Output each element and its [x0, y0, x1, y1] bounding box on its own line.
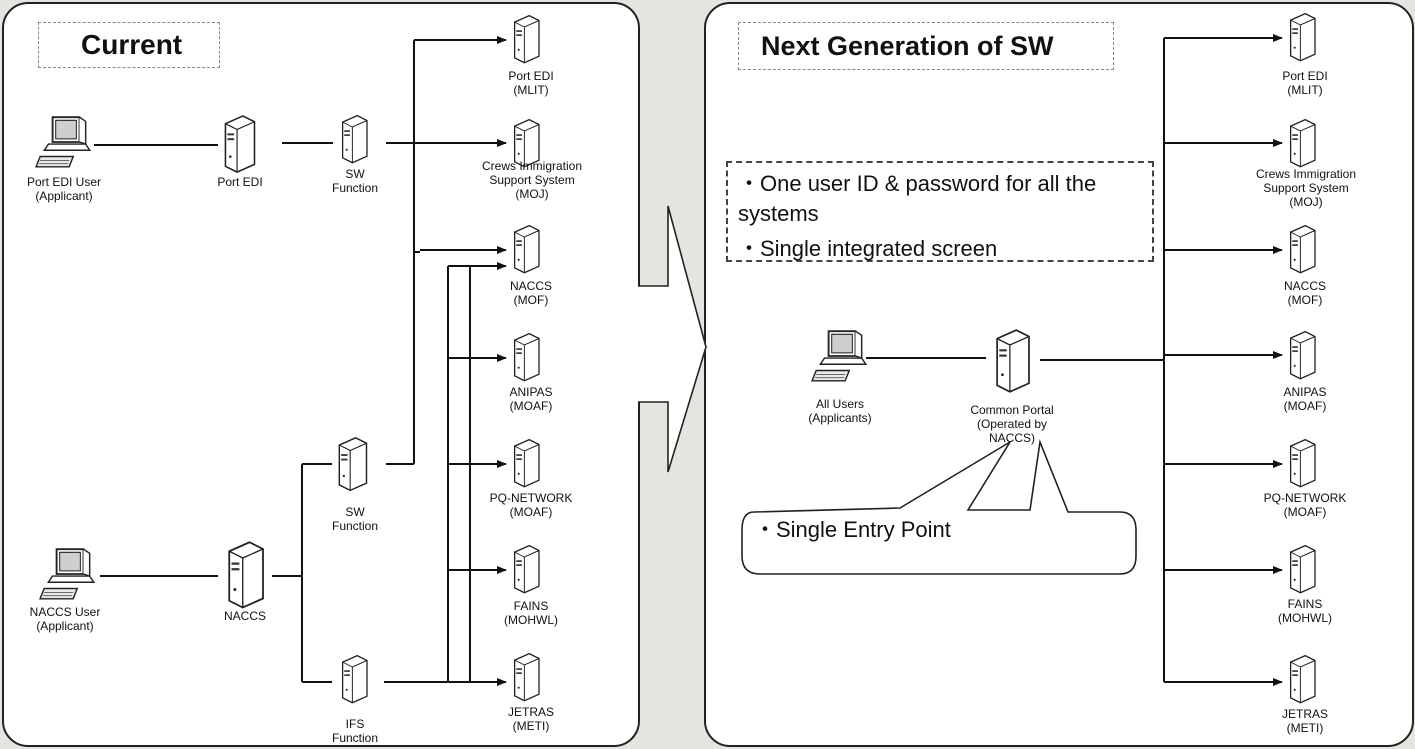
naccs-user-label: NACCS User (Applicant): [29, 605, 101, 633]
server-icon: [513, 14, 540, 64]
server-icon: [228, 541, 264, 609]
server-icon: [513, 544, 540, 594]
server-icon: [1289, 118, 1316, 168]
left-target-label: NACCS (MOF): [509, 279, 552, 307]
sw-function-top-label: SW Function: [331, 167, 379, 195]
left-connections: [94, 36, 507, 686]
server-icon: [338, 437, 368, 492]
server-icon: [341, 654, 368, 704]
note-user-id: ・One user ID & password for all the syst…: [738, 171, 1097, 226]
left-target-label: FAINS (MOHWL): [504, 599, 558, 627]
left-target-label: PQ-NETWORK (MOAF): [489, 491, 573, 519]
right-target-label: Crews Immigration Support System (MOJ): [1255, 167, 1357, 209]
benefits-note: ・One user ID & password for all the syst…: [726, 161, 1154, 262]
right-target-label: NACCS (MOF): [1283, 279, 1326, 307]
server-icon: [1289, 438, 1316, 488]
server-icon: [1289, 654, 1316, 704]
server-icon: [513, 652, 540, 702]
next-generation-title-text: Next Generation of SW: [761, 30, 1054, 61]
right-target-label: FAINS (MOHWL): [1278, 597, 1332, 625]
computer-icon: [39, 548, 95, 600]
current-title: Current: [38, 22, 220, 68]
right-target-label: JETRAS (METI): [1281, 707, 1328, 735]
left-target-label: Crews Immigration Support System (MOJ): [481, 159, 583, 201]
single-entry-text: ・Single Entry Point: [754, 517, 951, 542]
server-icon: [1289, 224, 1316, 274]
computer-icon: [811, 330, 867, 382]
port-edi-label: Port EDI: [217, 175, 263, 189]
right-target-label: ANIPAS (MOAF): [1283, 385, 1327, 413]
port-edi-user-label: Port EDI User (Applicant): [26, 175, 101, 203]
right-connections: [866, 34, 1283, 686]
right-target-label: PQ-NETWORK (MOAF): [1263, 491, 1347, 519]
server-icon: [1289, 12, 1316, 62]
server-icon: [1289, 330, 1316, 380]
computer-icon: [35, 116, 91, 168]
single-entry-callout: [741, 438, 1137, 575]
left-target-label: ANIPAS (MOAF): [509, 385, 553, 413]
current-title-text: Current: [81, 29, 183, 60]
naccs-label: NACCS: [223, 609, 266, 623]
common-portal-label: Common Portal (Operated by NACCS): [970, 403, 1054, 445]
server-icon: [1289, 544, 1316, 594]
big-right-arrow: [638, 205, 707, 473]
all-users-label: All Users (Applicants): [808, 397, 872, 425]
sw-function-mid-label: SW Function: [331, 505, 379, 533]
ifs-function-label: IFS Function: [331, 717, 379, 745]
left-target-label: Port EDI (MLIT): [508, 69, 554, 97]
server-icon: [513, 438, 540, 488]
note-single-screen: ・Single integrated screen: [738, 236, 998, 262]
left-target-label: JETRAS (METI): [507, 705, 554, 733]
left-target-servers: [513, 14, 540, 702]
server-icon: [513, 332, 540, 382]
right-target-label: Port EDI (MLIT): [1282, 69, 1328, 97]
server-icon: [224, 115, 256, 173]
server-icon: [996, 329, 1031, 393]
next-generation-title: Next Generation of SW: [738, 22, 1114, 70]
server-icon: [341, 114, 368, 164]
server-icon: [513, 224, 540, 274]
